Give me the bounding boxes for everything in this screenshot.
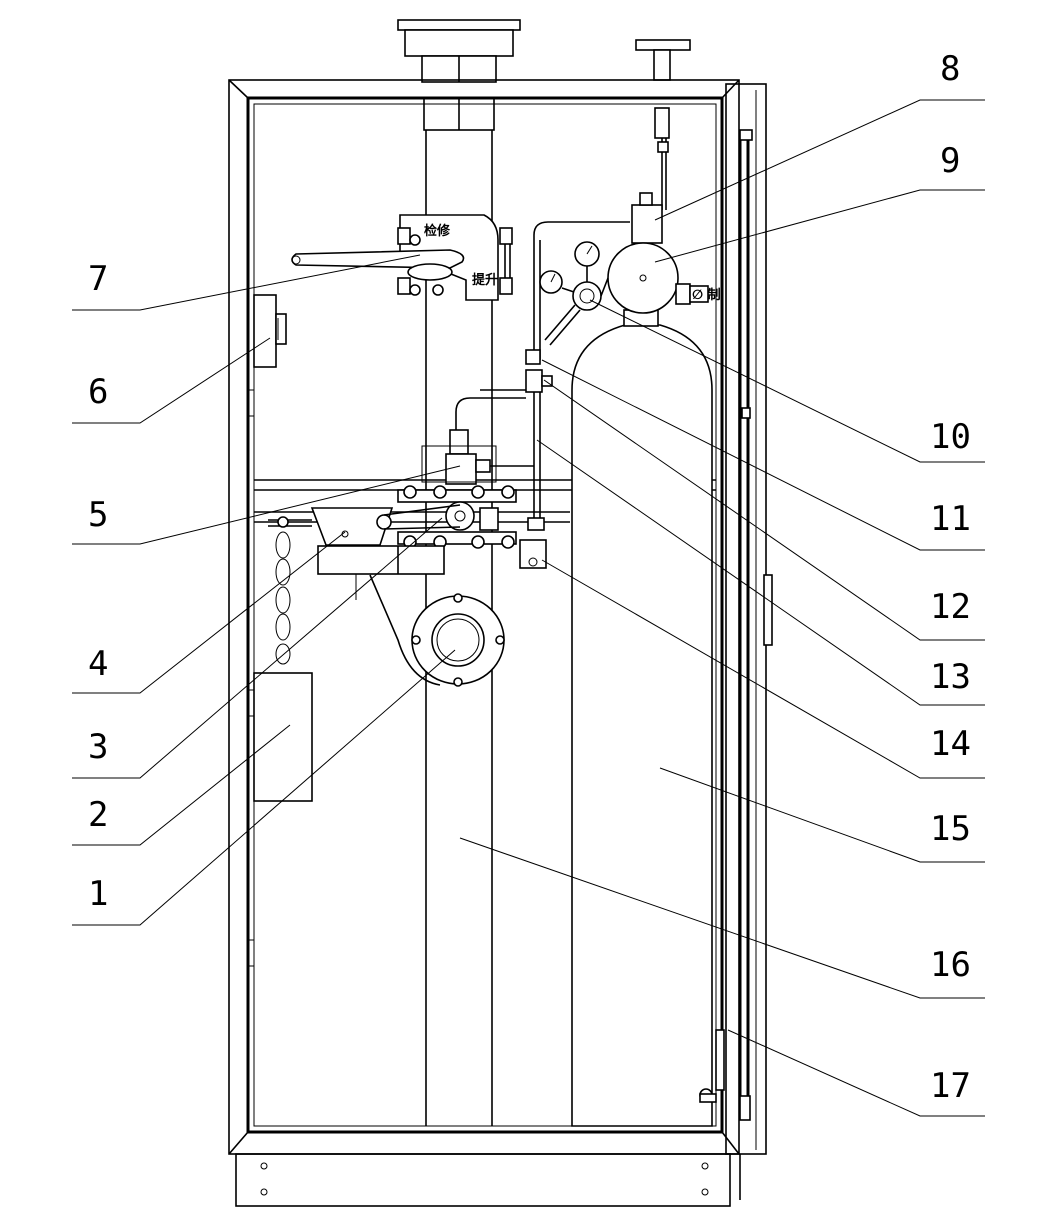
callout-16: 16 (930, 945, 971, 985)
callout-1: 1 (88, 874, 108, 914)
control-box (253, 294, 287, 368)
lever-label-top: 检修 (424, 223, 451, 239)
callout-5: 5 (88, 495, 108, 535)
callout-2: 2 (88, 795, 108, 835)
manual-lever: 检修 提升 (291, 214, 513, 301)
callout-7: 7 (88, 259, 108, 299)
outlet-flange (411, 593, 505, 687)
callout-17: 17 (930, 1066, 971, 1106)
leader-lines-right (459, 99, 985, 1117)
gas-cylinder (571, 295, 713, 1127)
lever-label-bottom: 提升 (472, 272, 498, 288)
actuator (421, 429, 534, 485)
callout-4: 4 (88, 644, 108, 684)
valve-flange-assembly (397, 485, 517, 549)
callout-8: 8 (940, 49, 960, 89)
callout-9: 9 (940, 141, 960, 181)
callout-11: 11 (930, 499, 971, 539)
leader-lines-left (72, 254, 461, 926)
callout-15: 15 (930, 809, 971, 849)
door-latch (699, 129, 753, 1121)
callout-3: 3 (88, 727, 108, 767)
top-pipe-flange (397, 19, 521, 131)
needle-valves (455, 369, 553, 569)
top-vent-valve (635, 39, 691, 210)
callout-14: 14 (930, 724, 971, 764)
callout-6: 6 (88, 372, 108, 412)
lever-arm (268, 504, 461, 686)
callout-13: 13 (930, 657, 971, 697)
regulator-mark: ∅ 制 (692, 287, 721, 303)
chain-counterweight (253, 531, 313, 802)
callout-12: 12 (930, 587, 971, 627)
callout-labels: 1 2 3 4 5 6 7 8 9 10 11 12 13 14 15 16 1… (88, 49, 971, 1106)
callout-10: 10 (930, 417, 971, 457)
cabinet-frame (228, 79, 773, 1207)
